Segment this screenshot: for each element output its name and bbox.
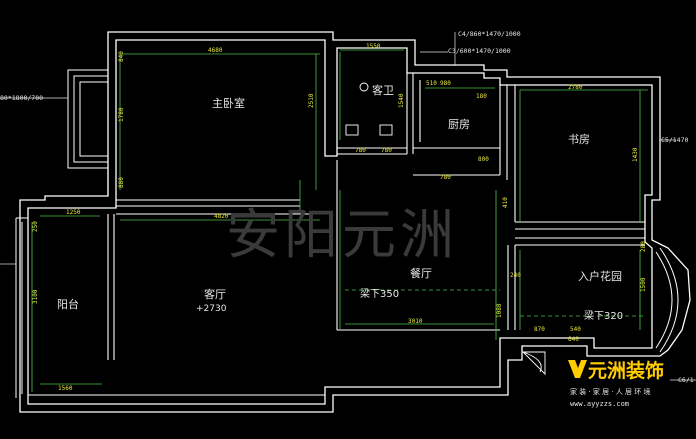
room-kitchen: 厨房 — [448, 118, 470, 131]
dim-master-width: 4680 — [208, 47, 223, 54]
watermark: 安阳元洲 — [226, 203, 458, 266]
dim-bath-height: 1540 — [398, 93, 405, 108]
window-label-c6: C6/1 — [678, 376, 694, 384]
room-guest-bath: 客卫 — [372, 84, 394, 97]
dim-dining-height: 1080 — [496, 303, 503, 318]
window-label-left: 80*1800/700 — [0, 94, 44, 102]
dim-k240: 240 — [510, 272, 521, 279]
logo-mark-icon — [568, 360, 587, 378]
beam-note-dining: 梁下350 — [360, 289, 400, 300]
dim-k980: 980 — [440, 80, 451, 87]
dim-garden-gap: 540 — [570, 326, 581, 333]
room-study: 书房 — [568, 133, 590, 146]
dim-k800: 800 — [478, 156, 489, 163]
dim-k280: 280 — [640, 241, 647, 252]
window-label-c4: C4/860*1470/1000 — [458, 30, 521, 38]
dim-bath-width: 1550 — [366, 43, 381, 50]
dim-study-width: 2780 — [568, 84, 583, 91]
dim-balcony-bottom: 1560 — [58, 385, 73, 392]
dim-k780b: 780 — [381, 147, 392, 154]
dim-k840: 840 — [118, 51, 125, 62]
room-dining: 餐厅 — [410, 267, 432, 280]
room-balcony: 阳台 — [57, 298, 79, 311]
dim-study-height: 1430 — [632, 147, 639, 162]
curved-window — [659, 247, 679, 353]
room-entrance-garden: 入户花园 — [578, 270, 622, 283]
dim-garden-height: 1500 — [640, 277, 647, 292]
dim-k880: 880 — [118, 177, 125, 188]
dim-master-height-2: 2510 — [308, 93, 315, 108]
dim-k640: 640 — [568, 336, 579, 343]
window-label-c3: C3/600*1470/1000 — [448, 47, 511, 55]
bay-window — [67, 69, 108, 169]
toilet-fixture — [359, 82, 369, 92]
logo-brand: 元洲装饰 — [588, 360, 665, 382]
room-living: 客厅 — [204, 288, 226, 301]
dim-k780a: 780 — [355, 147, 366, 154]
dim-balcony-height: 3100 — [32, 289, 39, 304]
dim-dining-bottom: 3010 — [408, 318, 423, 325]
window-label-c5: C5/1470 — [661, 136, 689, 144]
logo-url: www.ayyzzs.com — [570, 400, 630, 408]
room-master-bedroom: 主卧室 — [212, 97, 245, 110]
logo-tagline: 家 装 · 家 居 · 人 居 环 境 — [570, 388, 651, 396]
dim-k410: 410 — [502, 197, 509, 208]
dim-k180: 180 — [476, 93, 487, 100]
dim-living-width: 4820 — [214, 213, 229, 220]
dim-k510: 510 — [426, 80, 437, 87]
company-logo: 元洲装饰 家 装 · 家 居 · 人 居 环 境 www.ayyzzs.com — [566, 356, 696, 426]
outer-wall — [19, 31, 691, 413]
beam-note-garden: 梁下320 — [584, 311, 624, 322]
dim-kitchen-width: 780 — [440, 174, 451, 181]
elevation-mark: +2730 — [196, 304, 227, 314]
dim-k250: 250 — [32, 221, 39, 232]
dim-balcony-top: 1250 — [66, 209, 81, 216]
dim-master-height-1: 1780 — [118, 107, 125, 122]
dim-garden-bottom: 870 — [534, 326, 545, 333]
